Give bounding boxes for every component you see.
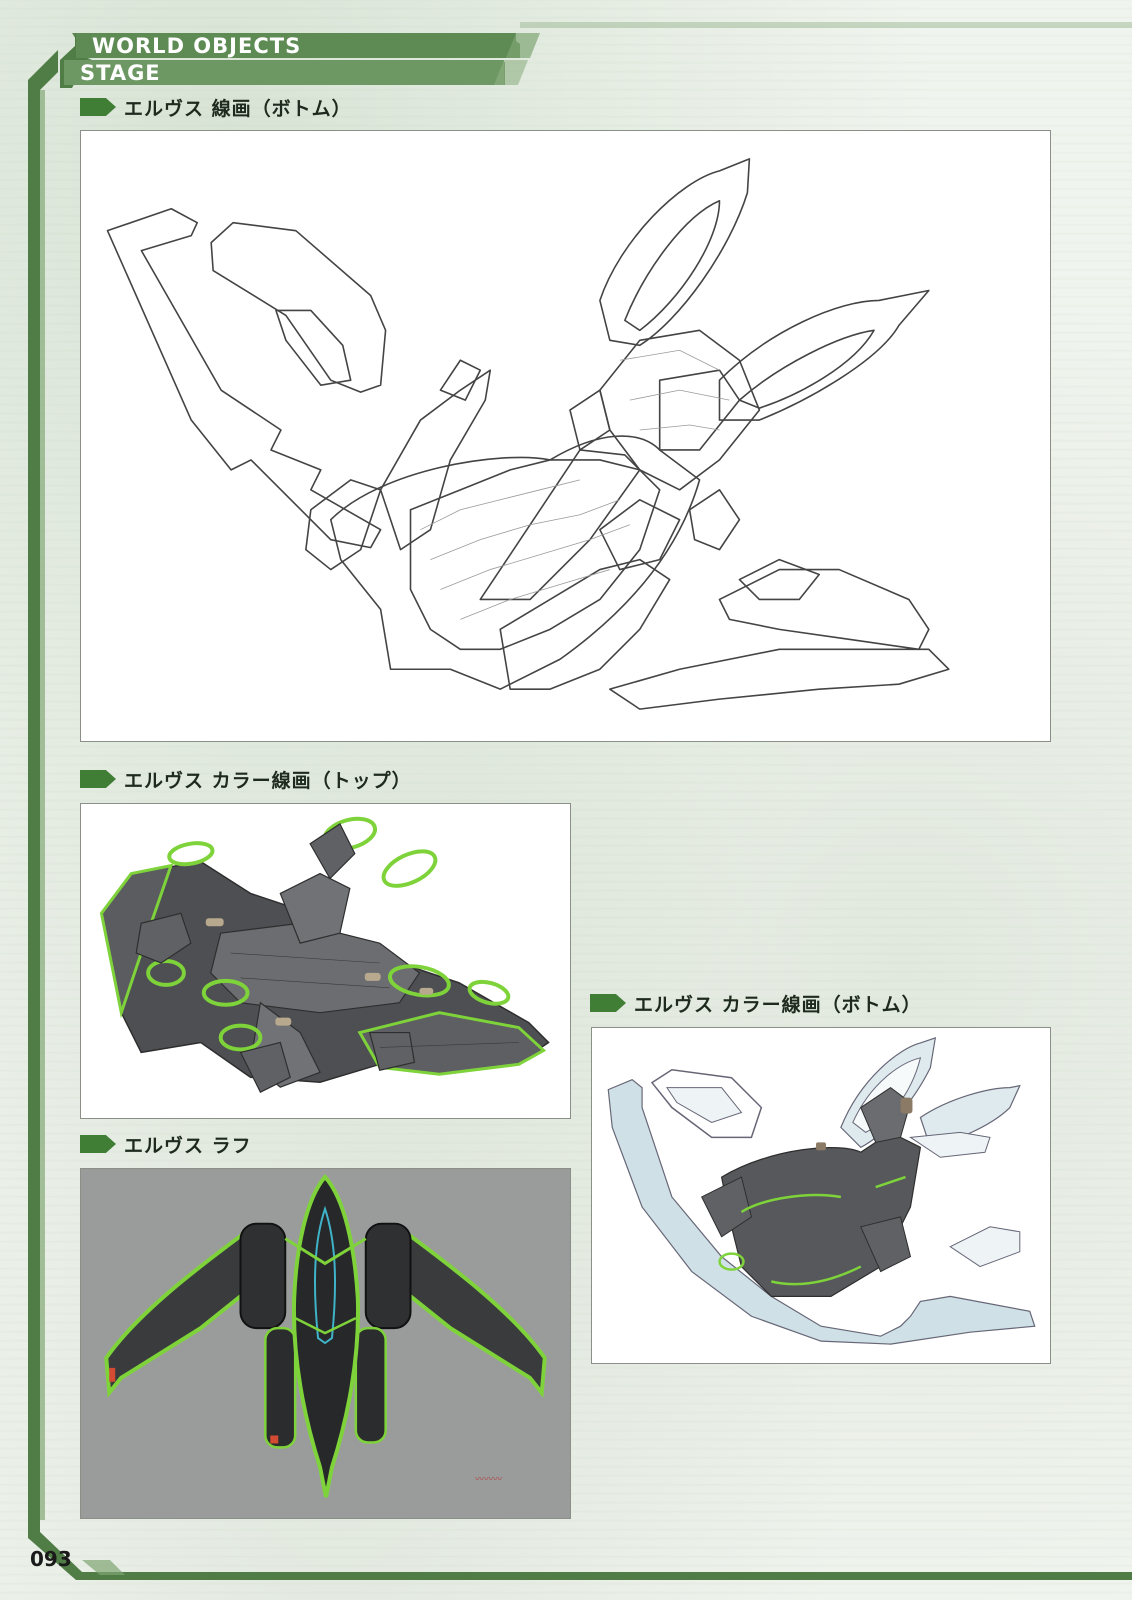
header-category: WORLD OBJECTS xyxy=(92,34,302,58)
section-title-text: エルヴス ラフ xyxy=(124,1134,252,1157)
color-lineart-bottom-panel xyxy=(591,1027,1051,1364)
section-title-rough: エルヴス ラフ xyxy=(80,1131,252,1157)
section-title-color-lineart-bottom: エルヴス カラー線画（ボトム） xyxy=(590,990,922,1016)
header-subcategory: STAGE xyxy=(80,61,161,85)
section-title-color-lineart-top: エルヴス カラー線画（トップ） xyxy=(80,766,412,792)
lineart-bottom-illustration xyxy=(106,158,950,710)
artist-signature: 〰〰〰 xyxy=(475,1475,503,1485)
arrow-icon xyxy=(80,770,116,788)
rough-illustration xyxy=(104,1173,547,1498)
section-title-text: エルヴス カラー線画（ボトム） xyxy=(634,993,922,1016)
color-lineart-bottom-illustration xyxy=(607,1037,1036,1345)
section-title-lineart-bottom: エルヴス 線画（ボトム） xyxy=(80,94,352,120)
lineart-bottom-panel xyxy=(80,130,1051,742)
page-number: 093 xyxy=(30,1547,72,1571)
arrow-icon xyxy=(80,98,116,116)
color-lineart-top-panel xyxy=(80,803,571,1119)
section-title-text: エルヴス カラー線画（トップ） xyxy=(124,769,412,792)
color-lineart-top-illustration xyxy=(99,816,550,1093)
section-title-text: エルヴス 線画（ボトム） xyxy=(124,97,352,120)
arrow-icon xyxy=(80,1135,116,1153)
rough-panel xyxy=(80,1168,571,1519)
arrow-icon xyxy=(590,994,626,1012)
